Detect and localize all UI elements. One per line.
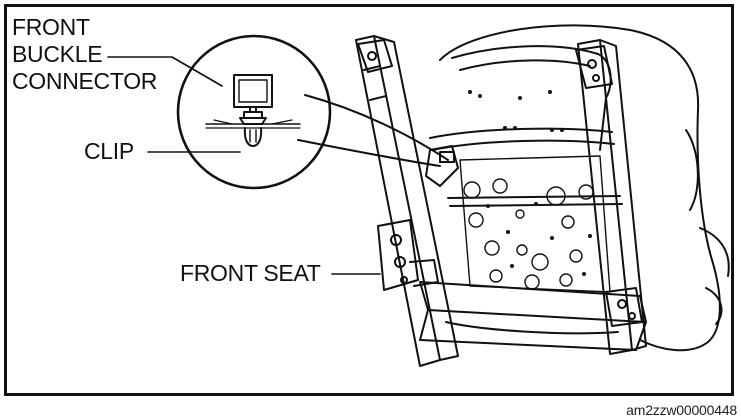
label-line-connector: CONNECTOR <box>12 68 158 94</box>
detail-callout <box>176 34 332 190</box>
label-front-seat: FRONT SEAT <box>180 260 321 286</box>
callout-line-lower <box>297 139 441 167</box>
label-front-buckle-connector: FRONT BUCKLE CONNECTOR <box>12 14 157 95</box>
seat-panel-dots <box>468 90 592 276</box>
clip-icon <box>239 117 267 125</box>
label-line-buckle: BUCKLE <box>12 41 103 67</box>
label-line-front: FRONT <box>12 14 90 40</box>
figure-code: am2zzw00000448 <box>626 402 737 418</box>
seat-back-frame <box>355 24 730 367</box>
detail-circle <box>176 34 332 190</box>
leader-buckle <box>107 56 223 87</box>
callout-line-upper <box>304 94 449 161</box>
label-clip: CLIP <box>84 138 134 164</box>
buckle-connector-icon <box>233 74 273 108</box>
seat-panel-holes <box>463 178 594 290</box>
